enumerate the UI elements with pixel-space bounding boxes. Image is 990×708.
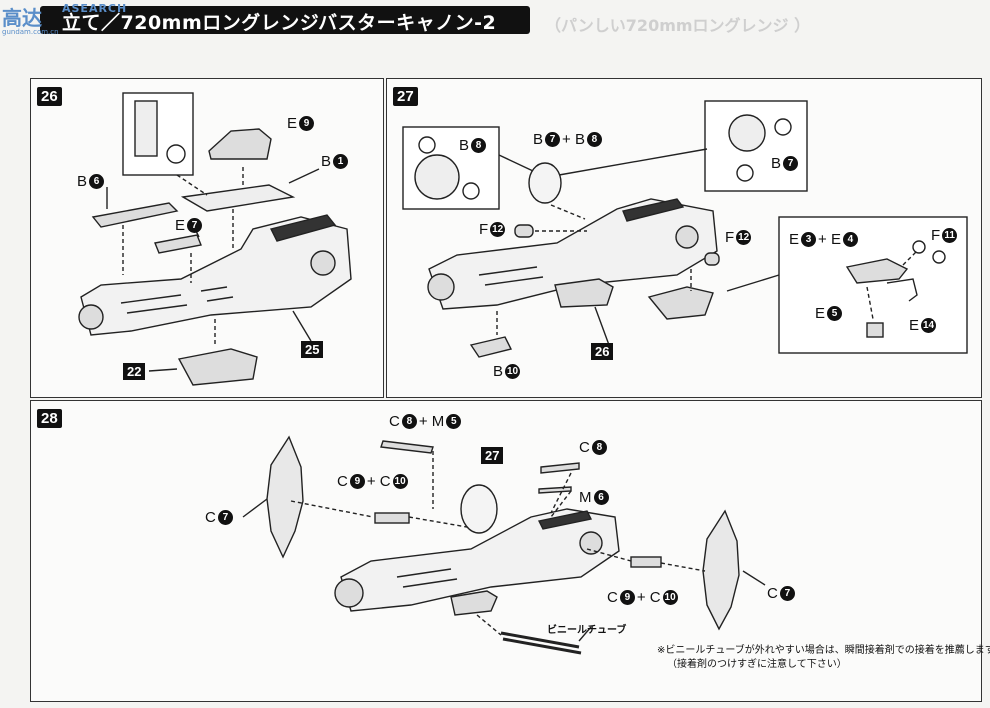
part-letter: C — [767, 585, 778, 602]
ref-part-27: 27 — [481, 447, 504, 464]
part-number: 8 — [401, 414, 417, 429]
part-letter: B — [771, 155, 782, 172]
part-letter: C — [579, 439, 590, 456]
part-number: 7 — [779, 586, 795, 601]
part-number: 10 — [392, 474, 408, 489]
part-letter: E — [287, 115, 298, 132]
note-line-1: ※ビニールチューブが外れやすい場合は、瞬間接着剤での接着を推薦します。 — [657, 645, 990, 656]
ghost-title: （パンしい720mmロングレンジ ） — [545, 16, 811, 34]
part-number: 8 — [591, 440, 607, 455]
logo: 高达 gundam.com.cn ASEARCH — [0, 0, 150, 38]
step-number: 27 — [393, 87, 418, 106]
label-b7: B 7 — [771, 155, 799, 172]
part-letter: C — [389, 413, 400, 430]
part-number: 11 — [942, 228, 958, 243]
label-m6: M 6 — [579, 489, 609, 506]
panel-step-26: 26 — [30, 78, 384, 398]
part-number: 10 — [505, 364, 521, 379]
label-c7-left: C 7 — [205, 509, 233, 526]
part-number: 12 — [736, 230, 752, 245]
step-number: 28 — [37, 409, 62, 428]
part-letter: + B — [562, 131, 585, 148]
ref-part-25: 25 — [301, 341, 324, 358]
label-e9: E 9 — [287, 115, 315, 132]
assembly-diagram-26 — [78, 92, 352, 386]
label-b8: B 8 — [459, 137, 487, 154]
part-number: 6 — [89, 174, 105, 189]
part-number: 10 — [662, 590, 678, 605]
part-letter: F — [725, 229, 735, 246]
label-e5: E 5 — [815, 305, 843, 322]
panel-step-27: 27 — [386, 78, 982, 398]
part-number: 5 — [827, 306, 843, 321]
label-e3-e4: E 3 + E 4 — [789, 231, 858, 248]
part-letter: E — [789, 231, 800, 248]
label-f11: F 11 — [931, 227, 958, 244]
logo-sub: gundam.com.cn — [2, 28, 59, 36]
part-letter: C — [607, 589, 618, 606]
part-letter: B — [321, 153, 332, 170]
label-f12-left: F 12 — [479, 221, 506, 238]
part-letter: C — [205, 509, 216, 526]
label-e7: E 7 — [175, 217, 203, 234]
part-number: 8 — [471, 138, 487, 153]
label-c8: C 8 — [579, 439, 607, 456]
part-number: 7 — [187, 218, 203, 233]
part-letter: E — [909, 317, 920, 334]
label-c7-right: C 7 — [767, 585, 795, 602]
header: 立て／720mmロングレンジバスターキャノン-2 （パンしい720mmロングレン… — [0, 0, 990, 40]
ref-part-26: 26 — [591, 343, 614, 360]
part-number: 3 — [801, 232, 817, 247]
part-number: 14 — [921, 318, 937, 333]
part-letter: M — [579, 489, 592, 506]
label-b6: B 6 — [77, 173, 105, 190]
part-number: 5 — [446, 414, 462, 429]
part-number: 12 — [490, 222, 506, 237]
label-e14: E 14 — [909, 317, 937, 334]
part-letter: B — [533, 131, 544, 148]
assembly-diagram-28 — [242, 435, 766, 655]
page-title: 立て／720mmロングレンジバスターキャノン-2 — [62, 12, 497, 34]
label-c8-m5: C 8 + M 5 — [389, 413, 462, 430]
part-letter: E — [815, 305, 826, 322]
part-letter: F — [479, 221, 489, 238]
label-b7-b8: B 7 + B 8 — [533, 131, 602, 148]
label-b1: B 1 — [321, 153, 349, 170]
part-number: 9 — [619, 590, 635, 605]
label-b10: B 10 — [493, 363, 521, 380]
part-number: 8 — [586, 132, 602, 147]
logo-mark: 高达 — [2, 6, 42, 30]
part-number: 7 — [783, 156, 799, 171]
part-letter: B — [493, 363, 504, 380]
part-number: 4 — [842, 232, 858, 247]
part-letter: + M — [418, 413, 445, 430]
title-bar — [40, 6, 530, 34]
part-number: 6 — [593, 490, 609, 505]
part-letter: + C — [366, 473, 391, 490]
panel-step-28: 28 — [30, 400, 990, 702]
ref-part-22: 22 — [123, 363, 146, 380]
label-c9-c10-right: C 9 + C 10 — [607, 589, 678, 606]
label-f12-right: F 12 — [725, 229, 752, 246]
part-letter: C — [337, 473, 348, 490]
part-number: 1 — [333, 154, 349, 169]
part-letter: F — [931, 227, 941, 244]
note-line-2: （接着剤のつけすぎに注意して下さい） — [667, 659, 847, 670]
watermark: ASEARCH — [62, 2, 128, 15]
part-number: 9 — [299, 116, 315, 131]
part-letter: E — [175, 217, 186, 234]
part-letter: B — [77, 173, 88, 190]
part-letter: + E — [818, 231, 841, 248]
part-letter: + C — [636, 589, 661, 606]
part-letter: B — [459, 137, 470, 154]
part-number: 9 — [349, 474, 365, 489]
part-number: 7 — [217, 510, 233, 525]
tube-label: ビニールチューブ — [547, 625, 627, 636]
step-number: 26 — [37, 87, 62, 106]
label-c9-c10-left: C 9 + C 10 — [337, 473, 408, 490]
part-number: 7 — [545, 132, 561, 147]
assembly-diagram-27 — [402, 100, 968, 358]
